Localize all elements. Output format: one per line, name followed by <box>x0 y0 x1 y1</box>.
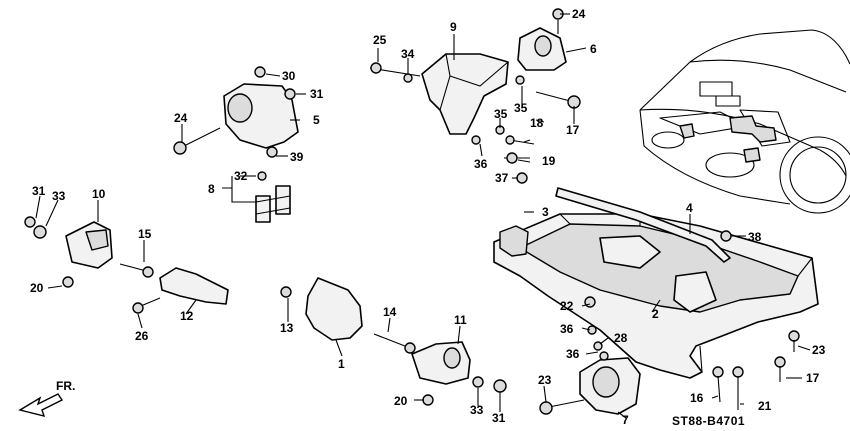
callout-25: 23 <box>538 373 552 387</box>
callout-8: 8 <box>208 182 215 196</box>
callout-4: 4 <box>686 201 693 215</box>
front-mount <box>411 341 471 385</box>
callout-36b: 36 <box>566 347 580 361</box>
callout-19b: 19 <box>542 154 556 168</box>
direction-label: FR. <box>56 379 75 393</box>
callout-36a: 36 <box>560 322 574 336</box>
callout-33a: 33 <box>52 189 66 203</box>
callout-21: 21 <box>758 399 772 413</box>
callout-24: 24 <box>572 7 586 21</box>
transmission-mount-bracket <box>305 277 363 341</box>
callout-39: 39 <box>290 150 304 164</box>
callout-27: 25 <box>373 33 387 47</box>
callout-32: 32 <box>234 169 248 183</box>
callout-30a: 30 <box>282 69 296 83</box>
callout-18: 17 <box>566 123 580 137</box>
callout-16: 16 <box>690 391 704 405</box>
callout-37: 38 <box>748 230 762 244</box>
side-engine-mount <box>223 83 299 149</box>
callout-20a: 20 <box>30 281 44 295</box>
callout-28: 26 <box>135 329 149 343</box>
callout-labels: 25 34 9 24 6 30 31 5 24 39 32 8 31 33 10… <box>30 7 826 427</box>
callout-35a: 35 <box>494 107 508 121</box>
callout-6: 6 <box>590 42 597 56</box>
callout-31a: 31 <box>32 184 46 198</box>
arrow-icon <box>18 393 64 417</box>
callout-5: 5 <box>313 113 320 127</box>
callout-1: 1 <box>338 357 345 371</box>
mount-stud-set <box>255 185 291 223</box>
stiffener-bar <box>555 187 731 263</box>
small-bracket <box>499 225 529 257</box>
mount-bracket-upper <box>421 53 509 135</box>
transmission-mount-left <box>65 221 113 269</box>
callout-26: 24 <box>174 111 188 125</box>
callout-35b: 36 <box>474 157 488 171</box>
callout-34b: 35 <box>514 101 528 115</box>
fasteners <box>24 8 800 415</box>
callout-15: 15 <box>138 227 152 241</box>
torque-rod <box>159 267 229 305</box>
callout-7: 7 <box>622 413 629 427</box>
rear-engine-mount-bushing <box>579 357 641 415</box>
callout-14: 14 <box>383 305 397 319</box>
front-subframe <box>493 213 819 379</box>
callout-19a: 18 <box>530 116 544 130</box>
drawing-code: ST88-B4701 <box>672 414 745 428</box>
callout-10: 10 <box>92 187 106 201</box>
front-direction-indicator: FR. <box>18 379 75 417</box>
callout-2: 2 <box>652 307 659 321</box>
callout-31b: 31 <box>492 411 506 425</box>
rear-engine-mount-small <box>517 27 567 71</box>
callout-9: 9 <box>450 20 457 34</box>
callout-34: 34 <box>401 47 415 61</box>
callout-11: 11 <box>454 313 467 327</box>
callout-17: 17 <box>806 371 820 385</box>
callout-12: 12 <box>180 309 194 323</box>
callout-38: 37 <box>495 171 509 185</box>
vehicle-outline <box>639 29 850 214</box>
callout-30b: 31 <box>310 87 324 101</box>
callout-33b: 33 <box>470 403 484 417</box>
callout-29: 28 <box>614 331 628 345</box>
callout-22: 22 <box>560 299 574 313</box>
callout-3: 3 <box>542 205 549 219</box>
leader-lines <box>35 13 811 419</box>
callout-13: 13 <box>280 321 294 335</box>
callout-20b: 20 <box>394 394 408 408</box>
callout-23: 23 <box>812 343 826 357</box>
